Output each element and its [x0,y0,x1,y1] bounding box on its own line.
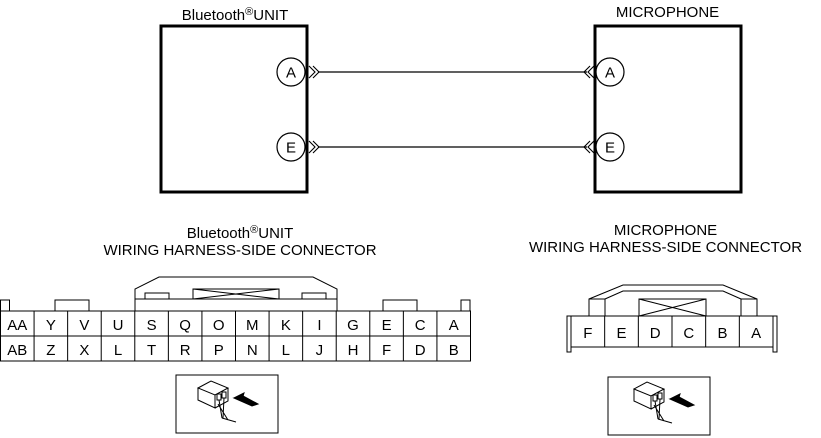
bt-terminal-z: Z [46,342,55,359]
bt-connector-subtitle: WIRING HARNESS-SIDE CONNECTOR [103,242,377,259]
bluetooth-unit-title-suffix: UNIT [253,7,289,24]
mic-connector-lock-inner [604,290,742,316]
male-terminal-icon [308,65,320,79]
mic-terminal-a: A [751,325,761,342]
mic-connector [566,284,778,353]
registered-mark: ® [245,6,254,18]
mic-connector-title: MICROPHONE WIRING HARNESS-SIDE CONNECTOR [510,222,821,256]
bt-terminal-y: Y [46,317,56,334]
mic-terminal-d: D [650,325,661,342]
bt-terminal-k: K [281,317,291,334]
bt-terminal-n: N [247,342,258,359]
microphone-title: MICROPHONE [615,4,720,21]
bt-terminal-c: C [415,317,426,334]
bt-terminal-u: U [113,317,124,334]
bt-terminal-s: S [147,317,157,334]
bt-terminal-i: I [317,317,321,334]
female-terminal-icon [583,65,595,79]
bt-terminal-d: D [415,342,426,359]
mic-connector-view-icon [607,376,711,436]
bt-terminal-v: V [79,317,89,334]
bt-terminal-e: E [382,317,392,334]
bt-terminal-h: H [348,342,359,359]
mic-connector-subtitle: WIRING HARNESS-SIDE CONNECTOR [528,239,803,256]
bt-connector-lock-housing [134,276,338,311]
mic-terminal-e: E [616,325,626,342]
bt-connector-title: Bluetooth®UNIT WIRING HARNESS-SIDE CONNE… [80,222,400,259]
bt-terminal-l: L [282,342,290,359]
bt-terminal-x: X [79,342,89,359]
mic-terminal-f: F [583,325,592,342]
bt-terminal-aa: AA [7,317,27,334]
mic-terminal-b: B [717,325,727,342]
bt-terminal-o: O [213,317,225,334]
bt-terminal-j: J [316,342,324,359]
mic-connector-title-main: MICROPHONE [613,222,718,239]
bt-pin-a-label: A [286,65,296,82]
mic-terminal-c: C [683,325,694,342]
bt-terminal-b: B [449,342,459,359]
bt-pin-e-label: E [286,140,296,157]
bluetooth-unit-box [159,24,309,194]
male-terminal-icon [308,140,320,154]
bt-terminal-a: A [449,317,459,334]
bluetooth-unit-title-main: Bluetooth [181,7,246,24]
mic-connector-lock-outer [588,284,758,316]
bluetooth-unit-title: Bluetooth®UNIT [150,4,320,24]
mic-pin-a-label: A [605,65,615,82]
bt-terminal-f: F [382,342,391,359]
bt-terminal-t: T [147,342,156,359]
registered-mark: ® [250,224,259,236]
bt-connector-title-suffix: UNIT [258,225,294,242]
bt-terminal-p: P [214,342,224,359]
mic-pin-a: A [595,57,625,87]
bt-terminal-q: Q [179,317,191,334]
bt-connector-title-main: Bluetooth [186,225,251,242]
mic-pin-e-label: E [605,140,615,157]
female-terminal-icon [583,140,595,154]
bt-pin-e: E [276,132,306,162]
bt-terminal-r: R [180,342,191,359]
bt-connector-view-icon [175,374,279,434]
bt-pin-a: A [276,57,306,87]
mic-pin-e: E [595,132,625,162]
bt-terminal-l: L [114,342,122,359]
bt-terminal-g: G [347,317,359,334]
microphone-box [593,24,743,194]
bt-terminal-ab: AB [7,342,27,359]
bt-terminal-m: M [246,317,259,334]
